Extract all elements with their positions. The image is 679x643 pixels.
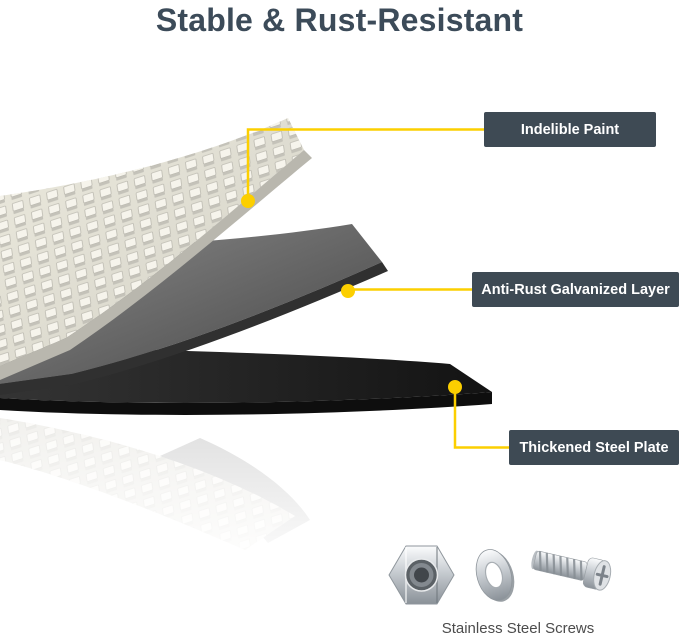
hex-nut-icon <box>388 545 455 605</box>
callout-indelible-paint: Indelible Paint <box>484 112 656 147</box>
callout-anti-rust-galvanized-layer: Anti-Rust Galvanized Layer <box>472 272 679 307</box>
dot-indelible-paint <box>241 194 255 208</box>
hardware-icons <box>388 545 612 605</box>
callout-line-indelible-paint <box>246 128 484 195</box>
paint-layer <box>0 118 312 380</box>
screw-threads <box>538 551 583 581</box>
callout-dots <box>241 194 462 394</box>
phillips-cross <box>595 565 609 586</box>
page-title: Stable & Rust-Resistant <box>155 2 524 38</box>
callout-label: Indelible Paint <box>520 121 620 138</box>
hardware-caption: Stainless Steel Screws <box>441 620 595 637</box>
dot-steel-plate <box>448 380 462 394</box>
callout-line-steel-plate <box>453 393 509 449</box>
dot-galvanized <box>341 284 355 298</box>
reflection-fade <box>0 412 340 567</box>
callout-label: Thickened Steel Plate <box>519 439 669 456</box>
callout-thickened-steel-plate: Thickened Steel Plate <box>509 430 679 465</box>
callout-label: Anti-Rust Galvanized Layer <box>481 281 670 298</box>
washer-icon <box>475 549 515 602</box>
callout-connectors <box>246 128 509 449</box>
phillips-screw-icon <box>531 550 612 591</box>
